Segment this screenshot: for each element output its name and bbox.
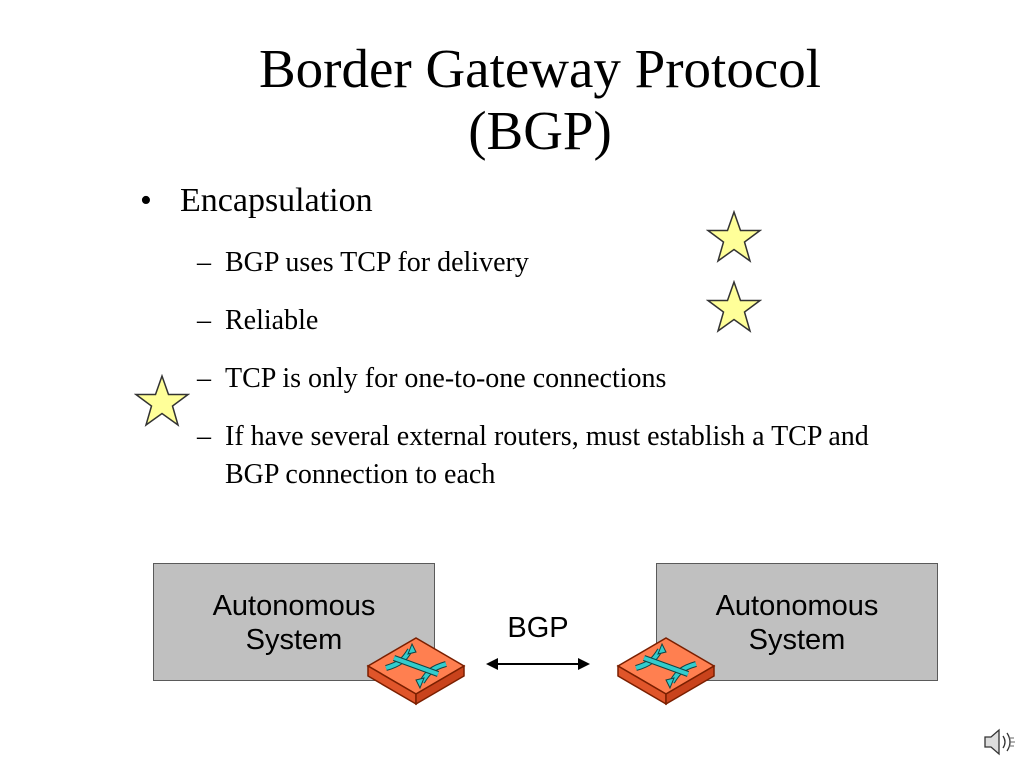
router-icon [616, 637, 716, 706]
as-box-label-line1: Autonomous [212, 590, 376, 622]
main-bullet-text: Encapsulation [180, 182, 373, 219]
main-bullet: • Encapsulation [140, 180, 373, 222]
as-box-label-line2: System [748, 624, 846, 656]
sub-bullet: – TCP is only for one-to-one connections [197, 360, 897, 398]
double-arrow-icon [486, 658, 590, 670]
sub-bullet-text: BGP uses TCP for delivery [225, 247, 529, 278]
sub-bullet-text: If have several external routers, must e… [225, 421, 869, 490]
star-icon [706, 280, 762, 333]
sub-bullet-text: TCP is only for one-to-one connections [225, 363, 667, 394]
bullet-dot: • [140, 182, 152, 219]
dash-symbol: – [197, 305, 211, 336]
star-icon [134, 374, 190, 427]
slide-title: Border Gateway Protocol (BGP) [180, 38, 900, 162]
autonomous-system-box-left: Autonomous System [153, 563, 435, 681]
sub-bullet: – Reliable [197, 302, 757, 340]
router-icon [366, 637, 466, 706]
sub-bullet-text: Reliable [225, 305, 319, 336]
dash-symbol: – [197, 421, 211, 452]
as-box-label-line2: System [245, 624, 343, 656]
bgp-link-label: BGP [507, 612, 569, 644]
title-line-1: Border Gateway Protocol [258, 38, 822, 99]
dash-symbol: – [197, 247, 211, 278]
sub-bullet: – BGP uses TCP for delivery [197, 244, 757, 282]
autonomous-system-box-right: Autonomous System [656, 563, 938, 681]
as-box-label-line1: Autonomous [715, 590, 879, 622]
sub-bullet: – If have several external routers, must… [197, 418, 877, 494]
title-line-2: (BGP) [468, 100, 612, 161]
dash-symbol: – [197, 363, 211, 394]
star-icon [706, 210, 762, 263]
speaker-icon[interactable] [982, 726, 1016, 758]
